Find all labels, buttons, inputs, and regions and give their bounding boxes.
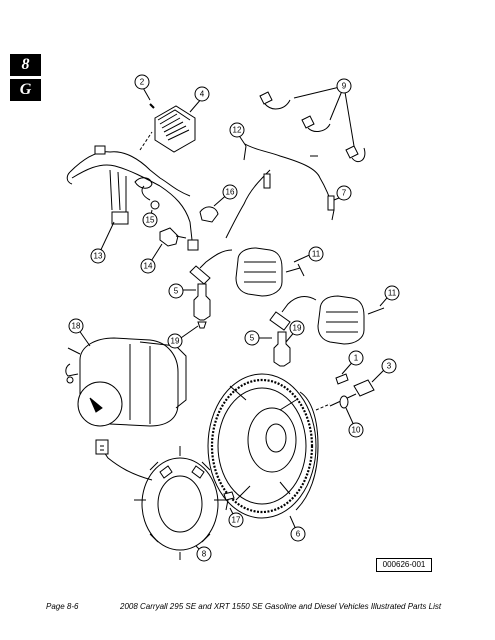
svg-text:18: 18 xyxy=(72,322,81,331)
svg-text:13: 13 xyxy=(94,252,103,261)
callout-12: 12 xyxy=(229,122,245,138)
starter-motor-illustration xyxy=(65,337,187,427)
svg-text:2: 2 xyxy=(140,78,145,87)
callout-9: 9 xyxy=(336,78,352,94)
page-number: Page 8-6 xyxy=(46,602,79,611)
callout-5: 5 xyxy=(244,330,260,346)
spark-plug-lower-illustration xyxy=(273,331,291,367)
callout-1: 1 xyxy=(348,350,364,366)
callout-6: 6 xyxy=(290,526,306,542)
pressure-switch-illustration xyxy=(159,227,187,247)
callout-18: 18 xyxy=(68,318,84,334)
ignition-coil-upper-illustration xyxy=(189,247,305,297)
callout-8: 8 xyxy=(196,546,212,562)
svg-text:19: 19 xyxy=(293,324,302,333)
ignition-coil-lower-illustration xyxy=(269,295,385,345)
svg-text:1: 1 xyxy=(354,354,359,363)
svg-text:19: 19 xyxy=(171,337,180,346)
section-number-tab: 8 xyxy=(10,54,41,76)
footer-document-title: 2008 Carryall 295 SE and XRT 1550 SE Gas… xyxy=(120,602,442,611)
svg-text:12: 12 xyxy=(233,126,242,135)
callout-19: 19 xyxy=(289,320,305,336)
wire-harness-illustration xyxy=(66,131,199,251)
stator-illustration xyxy=(95,439,226,560)
svg-text:10: 10 xyxy=(352,426,361,435)
exploded-parts-diagram: 2 4 9 12 16 7 15 13 14 11 5 19 11 18 19 … xyxy=(65,74,400,562)
svg-text:9: 9 xyxy=(342,82,347,91)
svg-text:11: 11 xyxy=(388,289,397,298)
svg-text:6: 6 xyxy=(296,530,301,539)
spark-plug-upper-illustration xyxy=(193,283,211,329)
svg-text:5: 5 xyxy=(174,287,179,296)
callout-19: 19 xyxy=(167,333,183,349)
callout-2: 2 xyxy=(134,74,150,90)
callout-11: 11 xyxy=(384,285,400,301)
voltage-regulator-illustration xyxy=(149,103,196,153)
svg-text:7: 7 xyxy=(342,189,347,198)
section-letter-tab: G xyxy=(10,79,41,101)
callout-16: 16 xyxy=(222,184,238,200)
svg-text:4: 4 xyxy=(200,90,205,99)
callout-15: 15 xyxy=(142,212,158,228)
svg-text:8: 8 xyxy=(202,550,207,559)
callout-17: 17 xyxy=(228,512,244,528)
callout-13: 13 xyxy=(90,248,106,264)
callout-7: 7 xyxy=(336,185,352,201)
figure-reference-number: 000626-001 xyxy=(376,558,432,572)
callout-3: 3 xyxy=(381,358,397,374)
svg-text:15: 15 xyxy=(146,216,155,225)
svg-text:11: 11 xyxy=(312,250,321,259)
svg-text:17: 17 xyxy=(232,516,241,525)
flywheel-illustration xyxy=(207,373,319,519)
svg-text:14: 14 xyxy=(144,262,153,271)
callout-14: 14 xyxy=(140,258,156,274)
svg-text:5: 5 xyxy=(250,334,255,343)
callout-11: 11 xyxy=(308,246,324,262)
callout-4: 4 xyxy=(194,86,210,102)
svg-text:3: 3 xyxy=(387,362,392,371)
svg-text:16: 16 xyxy=(226,188,235,197)
callout-group: 2 4 9 12 16 7 15 13 14 11 5 19 11 18 19 … xyxy=(68,74,400,562)
callout-5: 5 xyxy=(168,283,184,299)
callout-10: 10 xyxy=(348,422,364,438)
